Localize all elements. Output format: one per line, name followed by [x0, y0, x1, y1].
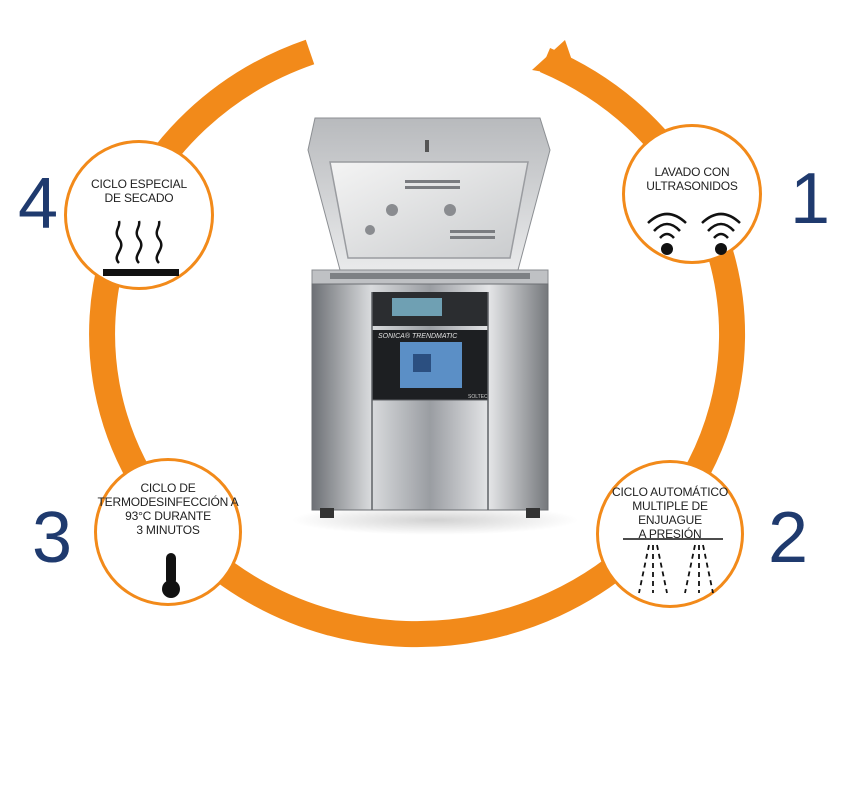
step-2-text: CICLO AUTOMÁTICO MULTIPLE DE ENJUAGUE A … — [612, 485, 728, 541]
step-3-number: 3 — [32, 498, 73, 578]
ring-arrow-head — [532, 40, 578, 78]
machine-side-label: SOLTEC — [468, 394, 488, 400]
ultrasonic-washer-machine: SONICA® TRENDMATIC SOLTEC — [307, 117, 551, 518]
step-1-number: 1 — [790, 159, 831, 239]
step-4-number: 4 — [18, 164, 59, 244]
thermometer-icon — [162, 553, 180, 598]
step-1-bubble: LAVADO CON ULTRASONIDOS — [622, 124, 762, 264]
step-1-text: LAVADO CON ULTRASONIDOS — [646, 165, 738, 193]
machine-brand-label: SONICA® TRENDMATIC — [378, 332, 458, 340]
step-3-text: CICLO DE TERMODESINFECCIÓN A 93°C DURANT… — [97, 481, 239, 537]
step-4-bubble: CICLO ESPECIAL DE SECADO — [64, 140, 214, 290]
spray-nozzles-icon — [623, 538, 723, 594]
drying-heat-icon — [103, 220, 179, 276]
step-3-bubble: CICLO DE TERMODESINFECCIÓN A 93°C DURANT… — [94, 458, 242, 606]
step-2-number: 2 — [768, 498, 809, 578]
ultrasound-waves-icon — [647, 212, 741, 255]
step-4-text: CICLO ESPECIAL DE SECADO — [91, 177, 187, 205]
step-2-bubble: CICLO AUTOMÁTICO MULTIPLE DE ENJUAGUE A … — [596, 460, 744, 608]
